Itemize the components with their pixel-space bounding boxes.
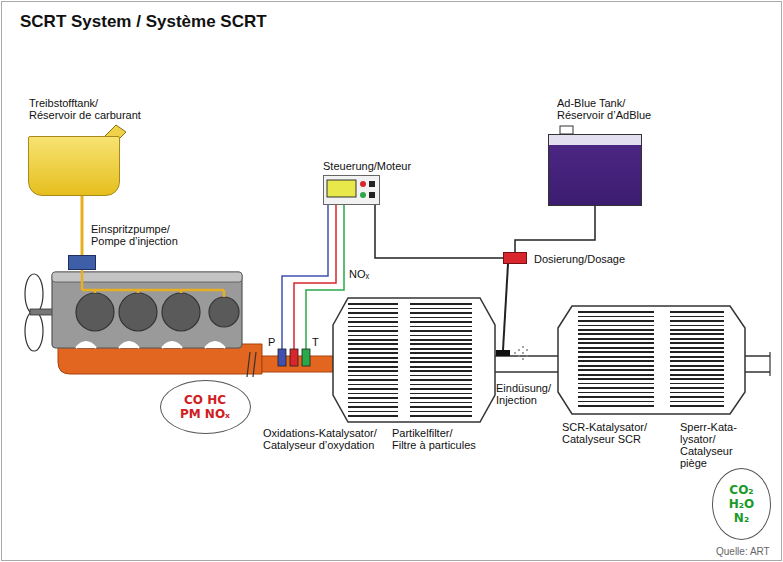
diagram-title: SCRT System / Système SCRT (20, 12, 267, 32)
injection-pump: Einspritzpumpe/ Pompe d’injection (68, 255, 96, 270)
blocking-catalyst: Sperr-Kata- lysator/ Catalyseur piège (670, 311, 724, 409)
cylinder (76, 293, 114, 331)
dosing-valve: Dosierung/Dosage (503, 252, 527, 264)
indicator-led (360, 192, 366, 198)
scr-catalyst: SCR-Katalysator/ Catalyseur SCR (578, 311, 654, 409)
injection-nozzle: Eindüsung/ Injection (496, 350, 510, 356)
oxidation-catalyst: Oxidations-Katalysator/ Catalyseur d’oxy… (348, 303, 398, 417)
cylinder (209, 297, 239, 327)
controller-screen (327, 180, 356, 197)
cylinder (119, 293, 157, 331)
part-label: Sperr-Kata- lysator/ Catalyseur piège (680, 421, 742, 469)
sensor-wire (282, 205, 328, 349)
spray-dot (522, 358, 524, 360)
sensor-wire (294, 205, 336, 349)
sensor-label: P (268, 336, 275, 348)
fuel-line (82, 270, 224, 297)
controller-button (369, 192, 375, 198)
fan-shaft (30, 309, 53, 315)
adblue-tank: Ad-Blue Tank/ Réservoir d’AdBlue (548, 134, 642, 206)
exhaust-port (76, 342, 225, 348)
connector (503, 264, 508, 350)
connector (515, 206, 595, 252)
part-label: Oxidations-Katalysator/ Catalyseur d’oxy… (263, 427, 380, 451)
spray-dot (526, 349, 528, 351)
part-label: SCR-Katalysator/ Catalyseur SCR (562, 421, 650, 445)
part-label: Partikelfilter/ Filtre à particules (392, 427, 479, 451)
fuel-tank: Treibstofftank/ Réservoir de carburant (28, 136, 120, 196)
part-label: Treibstofftank/ Réservoir de carburant (29, 97, 144, 121)
sensor (290, 349, 298, 366)
pipe-break (247, 352, 250, 377)
indicator-led (360, 181, 366, 187)
spray-dot (514, 352, 516, 354)
part-label: Dosierung/Dosage (534, 253, 625, 265)
pipe-break (253, 352, 256, 377)
filter-housing (333, 298, 495, 422)
spray-dot (518, 349, 520, 351)
scr-housing (558, 306, 745, 414)
outlet-opening (769, 352, 770, 376)
fan-blade (25, 274, 43, 314)
tank-cap (560, 126, 573, 134)
part-label: Einspritzpumpe/ Pompe d’injection (91, 223, 181, 247)
outlet-pipe (745, 355, 770, 357)
spray-dot (522, 352, 524, 354)
engine-head (52, 272, 242, 282)
controller-button (369, 181, 375, 187)
part-label: Eindüsung/ Injection (496, 382, 555, 406)
outlet-pipe (745, 371, 770, 373)
signal-label: NOₓ (349, 268, 369, 280)
clean-emissions: CO₂ H₂O N₂ (712, 468, 771, 540)
cylinder (162, 293, 200, 331)
spray (514, 346, 528, 360)
source-note: Quelle: ART (716, 546, 770, 558)
controller: Steuerung/Moteur (323, 175, 380, 205)
temperature-sensor (302, 349, 310, 366)
connector (81, 196, 84, 255)
controller-body (323, 175, 380, 205)
sensor-label: T (312, 336, 319, 348)
fan-blade (25, 311, 43, 351)
emission-text: CO₂ H₂O N₂ (724, 483, 760, 525)
spray-dot (526, 355, 528, 357)
particle-filter: Partikelfilter/ Filtre à particules (410, 303, 472, 417)
raw-emissions: CO HC PM NOₓ (160, 380, 251, 434)
emission-text: CO HC PM NOₓ (176, 393, 234, 421)
connector (375, 205, 503, 258)
spray-dot (522, 346, 524, 348)
part-label: Ad-Blue Tank/ Réservoir d’AdBlue (557, 97, 655, 121)
engine-block (52, 272, 242, 348)
spray-dot (518, 355, 520, 357)
part-label: Steuerung/Moteur (323, 160, 411, 172)
pressure-sensor (278, 349, 286, 366)
pipe (495, 371, 558, 373)
